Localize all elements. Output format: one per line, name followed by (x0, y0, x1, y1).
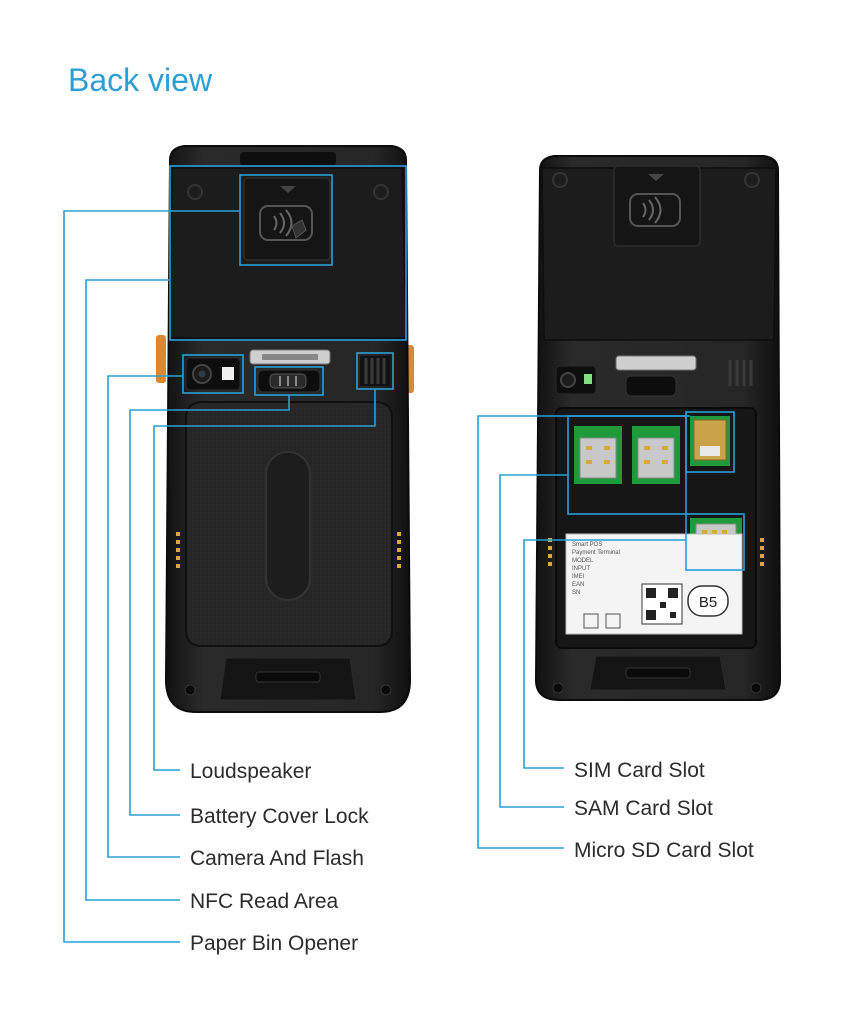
leader-micro-sd (477, 415, 690, 849)
highlight-micro-sd (685, 411, 735, 473)
battery-grip (265, 451, 311, 601)
flash-icon (222, 367, 234, 380)
loudspeaker-grille-2 (728, 360, 753, 386)
leader-speaker (153, 389, 376, 771)
sticker-line-6: SN (572, 590, 580, 596)
side-key-left (156, 335, 166, 383)
sticker-line-3: INPUT (572, 566, 590, 572)
sticker-line-2: MODEL (572, 558, 594, 564)
callout-sim-card-slot: SIM Card Slot (574, 759, 705, 782)
highlight-nfc (169, 165, 407, 341)
battery-cover-lock[interactable] (257, 369, 321, 393)
nfc-icon (259, 205, 313, 241)
pogo-pins-right (397, 532, 401, 568)
leader-nfc (85, 279, 180, 901)
callout-battery-cover-lock: Battery Cover Lock (190, 805, 369, 828)
nfc-icon-2 (629, 193, 681, 227)
sim-card-slots (574, 426, 680, 484)
sticker-line-4: IMEI (572, 574, 585, 580)
leader-sim (523, 539, 686, 769)
sticker-line-1: Payment Terminal (572, 550, 620, 556)
page-title: Back view (68, 62, 213, 98)
highlight-paper-bin (239, 174, 333, 266)
camera-module (185, 357, 241, 391)
hinge-bar-2 (615, 355, 697, 371)
leader-sam (499, 474, 568, 808)
paper-slot (240, 152, 336, 166)
callout-loudspeaker: Loudspeaker (190, 760, 311, 783)
micro-sd-slot (690, 416, 730, 466)
callout-micro-sd-card-slot: Micro SD Card Slot (574, 839, 754, 862)
callout-paper-bin-opener: Paper Bin Opener (190, 932, 358, 955)
left-device (156, 145, 414, 713)
highlight-sam (685, 513, 745, 571)
left-leader-lines (63, 210, 376, 943)
callout-nfc-read-area: NFC Read Area (190, 890, 339, 913)
charging-port (255, 671, 321, 683)
leader-lock (129, 395, 290, 816)
sticker-line-5: EAN (572, 582, 584, 588)
product-sticker: Smart POS Payment Terminal MODEL INPUT I… (565, 533, 743, 635)
sticker-line-0: Smart POS (572, 542, 602, 548)
qr-code-icon (641, 583, 683, 625)
callout-sam-card-slot: SAM Card Slot (574, 797, 713, 820)
leader-paper-bin (63, 210, 240, 943)
pogo-pins-left (176, 532, 180, 568)
callout-camera-and-flash: Camera And Flash (190, 847, 364, 870)
right-device: Smart POS Payment Terminal MODEL INPUT I… (534, 155, 782, 701)
highlight-camera (182, 354, 244, 394)
leader-camera (107, 375, 183, 858)
sticker-badge: B5 (699, 594, 717, 611)
loudspeaker-grille (360, 356, 390, 386)
right-leader-lines (477, 415, 690, 849)
